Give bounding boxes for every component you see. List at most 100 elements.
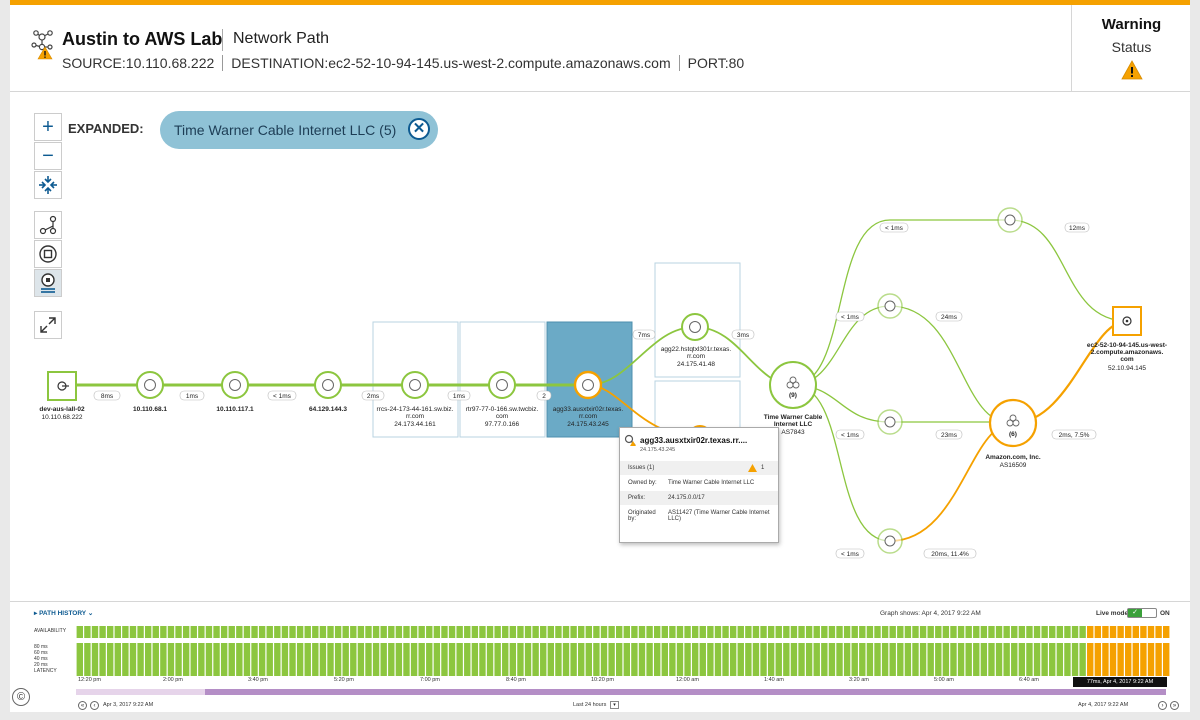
popup-origin-key: Originated by: — [628, 510, 656, 522]
svg-text:< 1ms: < 1ms — [841, 432, 860, 439]
expand-view-button[interactable] — [34, 311, 62, 339]
latency-bar — [1125, 643, 1132, 676]
availability-bar — [593, 626, 600, 638]
destination-node[interactable] — [1112, 306, 1142, 336]
latency-bar — [243, 643, 251, 676]
path-history-title: PATH HISTORY — [39, 610, 87, 617]
availability-bar — [1003, 626, 1010, 638]
latency-bar — [91, 643, 99, 676]
latency-bar — [190, 643, 197, 676]
availability-bar — [426, 626, 433, 638]
as-node-time-warner[interactable] — [769, 361, 817, 409]
availability-bar — [813, 626, 820, 638]
availability-bar — [1155, 626, 1162, 638]
branch-node-upper[interactable] — [997, 207, 1023, 233]
latency-bar — [388, 643, 395, 676]
latency-bar — [980, 643, 988, 676]
status-panel[interactable]: Warning Status — [1071, 5, 1191, 91]
live-mode-toggle[interactable]: ✓ — [1127, 608, 1157, 618]
check-icon: ✓ — [1128, 609, 1142, 617]
view-name: Network Path — [233, 30, 330, 47]
availability-bar — [494, 626, 501, 638]
node-view-button[interactable] — [34, 240, 62, 268]
branch-node-lower[interactable] — [877, 409, 903, 435]
path-edge — [792, 384, 1011, 423]
last-page-icon[interactable]: » — [1170, 701, 1179, 710]
latency-bar — [296, 643, 304, 676]
svg-text:3ms: 3ms — [737, 332, 750, 339]
availability-bar — [942, 626, 950, 638]
popup-issues-row[interactable]: Issues (1) 1 — [620, 461, 778, 475]
latency-bar — [775, 643, 782, 676]
latency-bar — [912, 643, 919, 676]
path-edge — [792, 305, 1011, 424]
hop-node-3[interactable] — [314, 371, 342, 399]
availability-bar — [570, 626, 577, 638]
first-page-icon[interactable]: « — [78, 701, 87, 710]
time-range-selection[interactable] — [205, 689, 1166, 695]
hop-node-5[interactable] — [488, 371, 516, 399]
path-history-toggle[interactable]: ▸ PATH HISTORY ⌄ — [34, 610, 94, 617]
latency-bar — [1049, 643, 1056, 676]
time-tick: 3:20 am — [849, 677, 869, 683]
latency-bar — [904, 643, 912, 676]
availability-bar — [122, 626, 129, 638]
latency-bar — [585, 643, 593, 676]
fit-to-screen-button[interactable] — [34, 171, 62, 199]
next-icon[interactable]: › — [1158, 701, 1167, 710]
edge-label: 3ms — [731, 329, 755, 340]
latency-bar — [509, 643, 517, 676]
latency-bar — [1102, 643, 1109, 676]
previous-icon[interactable]: ‹ — [90, 701, 99, 710]
popup-prefix-row: Prefix: 24.175.0.0/17 — [620, 491, 778, 505]
availability-bar — [1117, 626, 1124, 638]
latency-bar — [1071, 643, 1079, 676]
as-node-time-warner-name-2: Internet LLC — [774, 421, 813, 428]
availability-bar — [1125, 626, 1132, 638]
zoom-out-button[interactable]: − — [34, 142, 62, 170]
branch-node-bottom[interactable] — [877, 528, 903, 554]
close-icon[interactable]: ✕ — [408, 118, 430, 140]
as-node-amazon[interactable] — [988, 398, 1038, 448]
layout-tree-button[interactable] — [34, 211, 62, 239]
branch-node-mid[interactable] — [877, 293, 903, 319]
hop-node-1[interactable] — [136, 371, 164, 399]
latency-bar — [623, 643, 630, 676]
latency-bar — [433, 643, 441, 676]
history-bars[interactable] — [76, 626, 1170, 676]
availability-bar — [152, 626, 159, 638]
hop-node-7-name-2: rr.com — [687, 353, 705, 360]
latency-bar — [957, 643, 965, 676]
as-node-amazon-count: (6) — [1009, 431, 1017, 438]
availability-bar — [676, 626, 684, 638]
latency-bar — [129, 643, 137, 676]
chevron-down-icon[interactable]: ▾ — [610, 701, 619, 709]
availability-bar — [448, 626, 456, 638]
popup-owned-row: Owned by: Time Warner Cable Internet LLC — [620, 477, 778, 491]
as-node-amazon-name: Amazon.com, Inc. — [985, 454, 1040, 461]
availability-bar — [821, 626, 828, 638]
latency-bar — [1003, 643, 1010, 676]
availability-bar — [236, 626, 243, 638]
latency-bar — [1147, 643, 1155, 676]
hop-node-4[interactable] — [401, 371, 429, 399]
latency-bar — [1018, 643, 1026, 676]
as-node-amazon-asn: AS16509 — [1000, 462, 1027, 469]
availability-bar — [752, 626, 760, 638]
app-window: Austin to AWS Lab Network Path SOURCE:10… — [10, 0, 1190, 712]
expanded-filter-chip[interactable]: Time Warner Cable Internet LLC (5) ✕ — [160, 111, 438, 149]
hop-node-2[interactable] — [221, 371, 249, 399]
hop-node-6-selected[interactable] — [573, 370, 603, 400]
range-end-date: Apr 4, 2017 9:22 AM — [1078, 702, 1129, 708]
as-node-time-warner-count: (9) — [789, 392, 797, 399]
latency-bar — [122, 643, 129, 676]
node-detail-button[interactable] — [34, 269, 62, 297]
availability-bar — [608, 626, 615, 638]
edge-label: 20ms, 11.4% — [923, 548, 977, 559]
latency-bar — [889, 643, 896, 676]
zoom-in-button[interactable]: + — [34, 113, 62, 141]
hop-node-7[interactable] — [681, 313, 709, 341]
availability-bar — [243, 626, 251, 638]
period-label: Last 24 hours — [573, 702, 607, 708]
availability-bar — [258, 626, 266, 638]
